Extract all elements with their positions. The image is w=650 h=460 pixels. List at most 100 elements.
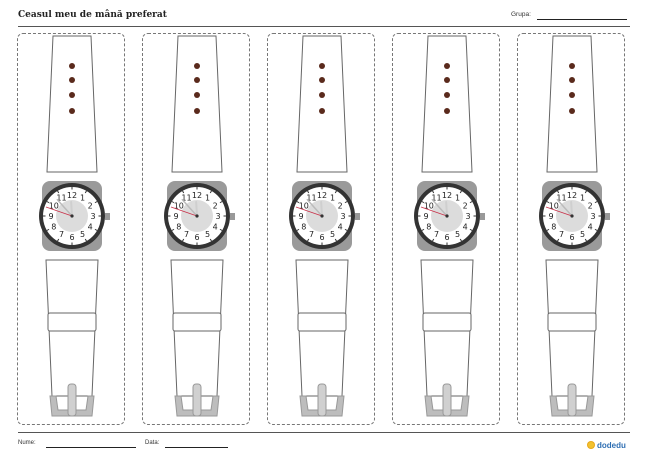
hour-tick (344, 201, 348, 204)
strap-hole (444, 108, 450, 114)
clock-number: 12 (67, 191, 77, 200)
clock-number: 12 (192, 191, 202, 200)
strap-hole (69, 77, 75, 83)
watch-crown[interactable] (605, 213, 610, 220)
strap-hole (69, 108, 75, 114)
clock-number: 3 (465, 212, 470, 221)
clock-number: 10 (549, 201, 559, 210)
clock-number: 1 (455, 194, 460, 203)
strap-hole (319, 92, 325, 98)
clock-number: 6 (319, 233, 324, 242)
minute-hand (306, 198, 323, 217)
clock-number: 2 (588, 201, 593, 210)
clock-number: 7 (309, 230, 314, 239)
hour-tick (94, 228, 98, 231)
center-pin (320, 214, 324, 218)
hour-tick (432, 238, 435, 242)
clock-number: 6 (569, 233, 574, 242)
date-label: Data: (145, 440, 160, 446)
clock-number: 2 (463, 201, 468, 210)
hour-tick (219, 228, 223, 231)
strap-keeper (47, 312, 97, 332)
clock-number: 11 (556, 194, 566, 203)
clock-number: 10 (424, 201, 434, 210)
clock-number: 12 (442, 191, 452, 200)
clock-number: 11 (56, 194, 66, 203)
clock-number: 6 (444, 233, 449, 242)
hour-tick (469, 228, 473, 231)
clock-number: 9 (548, 212, 553, 221)
clock-number: 11 (306, 194, 316, 203)
name-input-line[interactable] (46, 447, 136, 448)
watch-crown[interactable] (230, 213, 235, 220)
hour-tick (296, 228, 300, 231)
group-input-line[interactable] (537, 19, 627, 20)
hour-tick (57, 190, 60, 194)
hour-tick (557, 238, 560, 242)
buckle-prong (192, 383, 202, 417)
page-title: Ceasul meu de mână preferat (18, 10, 167, 20)
clock-number: 5 (205, 230, 210, 239)
strap-hole (194, 77, 200, 83)
hour-tick (171, 201, 175, 204)
clock-number: 9 (48, 212, 53, 221)
strap-keeper (172, 312, 222, 332)
clock-number: 7 (434, 230, 439, 239)
strap-top (171, 35, 223, 173)
strap-keeper (297, 312, 347, 332)
hour-tick (334, 238, 337, 242)
hour-tick (421, 228, 425, 231)
hour-hand (445, 201, 448, 217)
clock-number: 2 (213, 201, 218, 210)
clock-number: 5 (455, 230, 460, 239)
buckle-prong (567, 383, 577, 417)
second-hand (170, 206, 198, 217)
clock-number: 3 (90, 212, 95, 221)
clock-number: 5 (330, 230, 335, 239)
hour-tick (46, 201, 50, 204)
clock-number: 1 (330, 194, 335, 203)
hour-tick (469, 201, 473, 204)
second-hand (545, 206, 573, 217)
hour-tick (209, 190, 212, 194)
strap-hole (569, 63, 575, 69)
second-hand (45, 206, 73, 217)
buckle (424, 395, 470, 417)
clock-number: 12 (317, 191, 327, 200)
clock-number: 7 (559, 230, 564, 239)
clock-number: 8 (426, 222, 431, 231)
watch-crown[interactable] (480, 213, 485, 220)
strap-top (546, 35, 598, 173)
hour-hand (195, 201, 198, 217)
strap-hole (319, 108, 325, 114)
clock-number: 6 (69, 233, 74, 242)
hour-hand (70, 201, 73, 217)
clock-number: 3 (340, 212, 345, 221)
strap-hole (194, 108, 200, 114)
buckle-prong (67, 383, 77, 417)
clock-number: 8 (301, 222, 306, 231)
strap-hole (319, 77, 325, 83)
strap-top (421, 35, 473, 173)
clock-number: 4 (463, 222, 468, 231)
footer-divider (18, 432, 630, 433)
minute-hand (56, 198, 73, 217)
hour-tick (46, 228, 50, 231)
watch-crown[interactable] (355, 213, 360, 220)
clock-number: 1 (80, 194, 85, 203)
hour-tick (84, 190, 87, 194)
date-input-line[interactable] (165, 447, 228, 448)
center-pin (570, 214, 574, 218)
hour-tick (594, 201, 598, 204)
watch-crown[interactable] (105, 213, 110, 220)
hour-tick (307, 190, 310, 194)
clock-number: 7 (59, 230, 64, 239)
group-label: Grupa: (511, 11, 531, 18)
clock-number: 6 (194, 233, 199, 242)
